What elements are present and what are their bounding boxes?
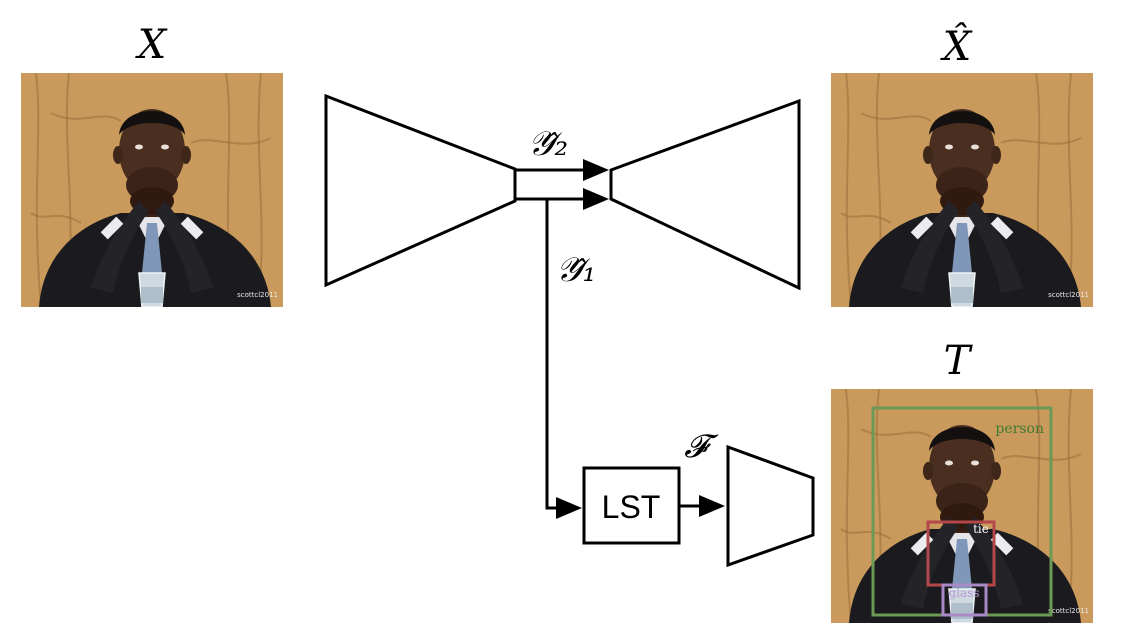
- arrowhead-to-task: [699, 495, 725, 517]
- arrowhead-to-lst: [556, 497, 582, 519]
- photo-watermark: scottcl2011: [237, 291, 278, 299]
- person-detection-label: person: [995, 421, 1044, 437]
- reconstructed-image: scottcl2011: [831, 73, 1093, 307]
- reconstructed-image-label: X̂: [940, 24, 973, 70]
- latent-low-branch: [545, 199, 560, 510]
- latent-high-label: 𝒴̂₂: [528, 124, 568, 164]
- tie-detection-label: tie: [973, 522, 989, 536]
- arrowhead-low: [583, 188, 609, 210]
- arrowhead-high: [583, 159, 609, 181]
- target-image: scottcl2011 person tie glass: [831, 389, 1093, 623]
- target-image-label: T: [944, 338, 974, 384]
- input-image: scottcl2011: [21, 73, 283, 307]
- decoder-block: [609, 98, 801, 291]
- latent-low-label: 𝒴̂₁: [556, 250, 596, 290]
- photo-watermark: scottcl2011: [1048, 607, 1089, 615]
- glass-detection-box: [941, 583, 988, 617]
- photo-watermark: scottcl2011: [1048, 291, 1089, 299]
- lst-label: LST: [602, 489, 661, 525]
- encoder-block: [324, 93, 517, 288]
- input-image-label: X: [135, 22, 168, 68]
- task-network-label: 𝓕: [684, 427, 719, 465]
- glass-detection-label: glass: [949, 586, 980, 600]
- task-network-block: [726, 444, 815, 568]
